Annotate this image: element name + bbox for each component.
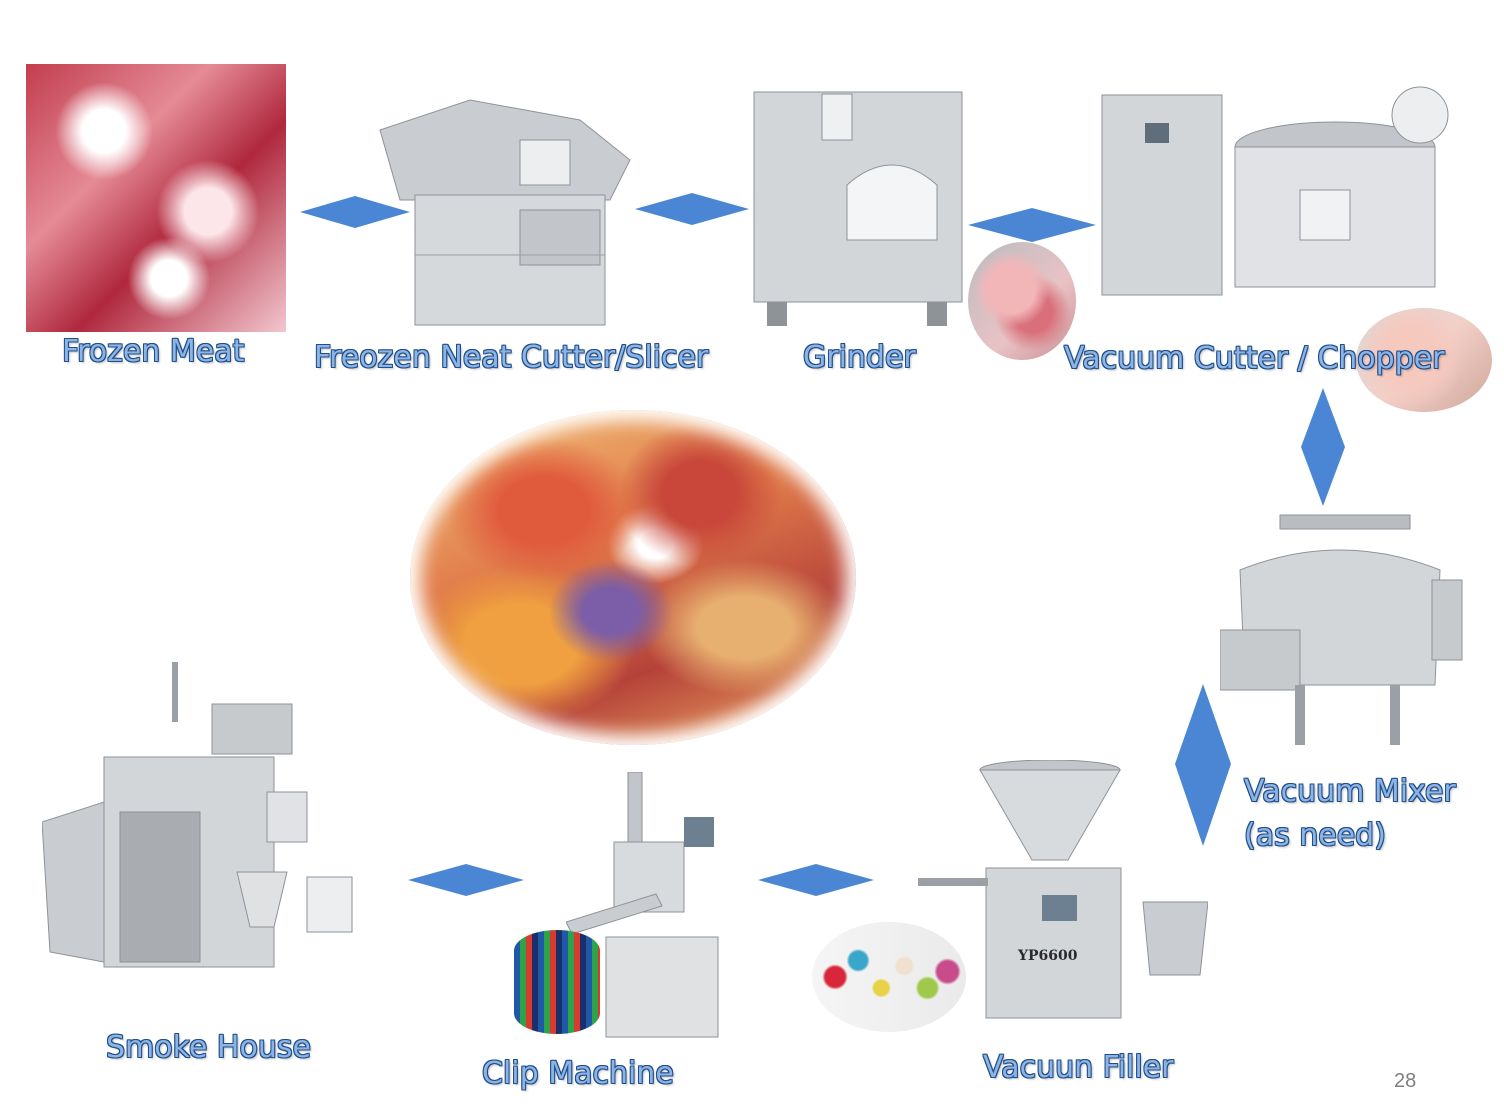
sausage-casings-photo [812,922,966,1032]
arrow-filler-to-clip [758,864,874,896]
frozen-meat-cutter-machine [360,90,650,330]
grinder-machine [752,90,964,328]
filler-model-label: YP6600 [1018,948,1078,964]
page-number: 28 [1394,1070,1417,1092]
label-vacuum-cutter: Vacuum Cutter / Chopper [1064,341,1445,376]
ground-meat-photo [968,242,1076,360]
label-smoke-house: Smoke House [106,1030,311,1065]
label-grinder: Grinder [803,340,916,375]
meat-paste-photo [1356,308,1492,412]
arrow-cutter-to-grinder [635,193,749,225]
smoke-house-machine [41,662,354,980]
clip-spools-photo [514,930,600,1034]
arrow-clip-to-smoke [408,864,524,896]
label-cutter-slicer: Freozen Neat Cutter/Slicer [314,340,709,375]
label-vacuum-filler: Vacuun Filler [983,1050,1174,1085]
sausage-products-photo [410,410,856,745]
vacuum-mixer-machine [1219,510,1472,750]
arrow-mixer-to-filler [1175,684,1231,846]
arrow-chopper-to-mixer [1301,388,1345,506]
vacuum-filler-machine: YP6600 [918,759,1209,1030]
label-vacuum-mixer: Vacuum Mixer (as need) [1244,774,1456,853]
label-clip-machine: Clip Machine [482,1056,674,1091]
label-frozen-meat: Frozen Meat [62,334,245,369]
arrow-grinder-to-chopper [968,208,1096,242]
vacuum-cutter-machine [1100,85,1470,310]
frozen-meat-photo [26,64,286,332]
clip-machine [565,771,732,1054]
arrow-frozen-to-cutter [300,196,410,228]
